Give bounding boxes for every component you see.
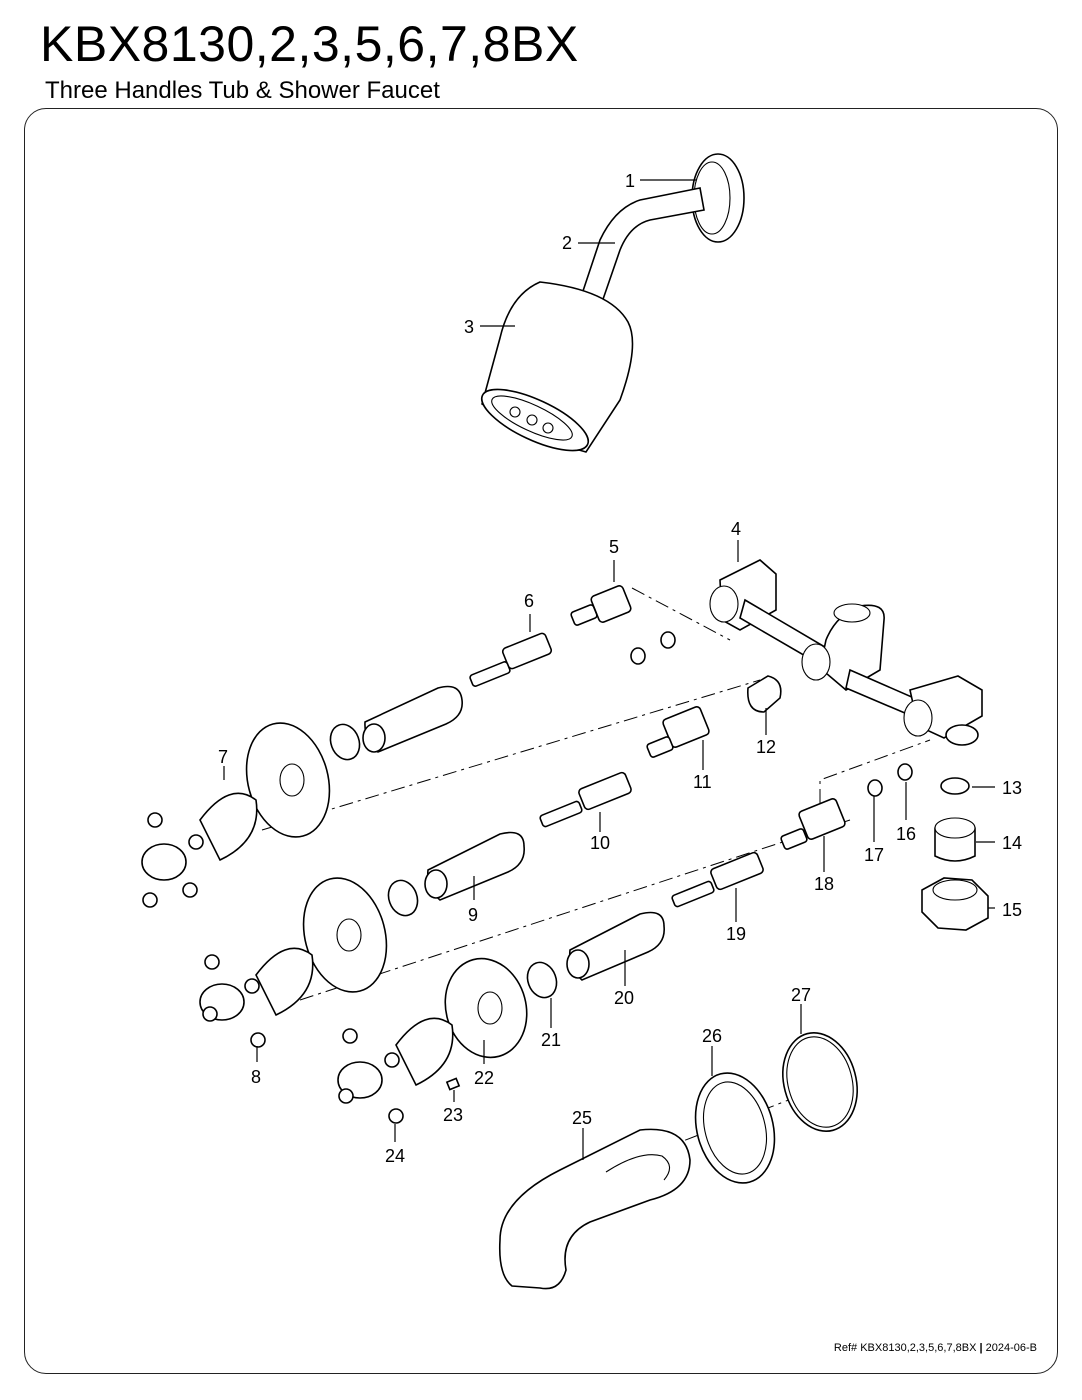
callout-2: 2 [562, 233, 572, 253]
valve-body [709, 559, 983, 746]
seat-washers-upper [630, 631, 676, 665]
stem-extension-upper [469, 632, 553, 687]
cross-handle-middle [199, 947, 314, 1048]
callout-8: 8 [251, 1067, 261, 1087]
compression-nut [921, 877, 989, 931]
callout-15: 15 [1002, 900, 1022, 920]
handle-set-screw [445, 1077, 461, 1091]
callout-5: 5 [609, 537, 619, 557]
o-ring-lower [526, 961, 558, 999]
callout-1: 1 [625, 171, 635, 191]
callout-21: 21 [541, 1030, 561, 1050]
spout-o-ring [782, 1032, 858, 1132]
callout-7: 7 [218, 747, 228, 767]
callout-19: 19 [726, 924, 746, 944]
model-title: KBX8130,2,3,5,6,7,8BX [40, 16, 579, 72]
callout-13: 13 [1002, 778, 1022, 798]
valve-cartridge-middle [646, 706, 710, 758]
callout-20: 20 [614, 988, 634, 1008]
callout-24: 24 [385, 1146, 405, 1166]
callout-17: 17 [864, 845, 884, 865]
callout-22: 22 [474, 1068, 494, 1088]
callout-3: 3 [464, 317, 474, 337]
callout-10: 10 [590, 833, 610, 853]
cross-handle-upper [141, 792, 258, 908]
diagram-frame [24, 108, 1058, 1374]
callout-18: 18 [814, 874, 834, 894]
valve-cartridge-upper [570, 585, 632, 626]
shower-arm [579, 187, 705, 310]
callout-11: 11 [693, 772, 712, 792]
seat-washers-lower [867, 763, 913, 797]
spout-gasket [694, 1072, 776, 1184]
stem-extension-lower [671, 851, 764, 908]
callout-25: 25 [572, 1108, 592, 1128]
o-ring-upper [329, 723, 361, 761]
fitting-washer [940, 777, 970, 795]
callout-16: 16 [896, 824, 916, 844]
callout-14: 14 [1002, 833, 1022, 853]
footer-separator: | [979, 1342, 983, 1354]
shower-flange [691, 153, 745, 243]
stem-extension-middle [539, 771, 632, 828]
shower-head [480, 281, 634, 453]
cross-handle-lower [337, 1017, 454, 1124]
callout-27: 27 [791, 985, 811, 1005]
reference-footer: Ref# KBX8130,2,3,5,6,7,8BX | 2024-06-B [834, 1342, 1037, 1354]
compression-sleeve [934, 817, 976, 862]
sleeve-lower [566, 911, 665, 981]
callout-9: 9 [468, 905, 478, 925]
callout-26: 26 [702, 1026, 722, 1046]
callout-4: 4 [731, 519, 741, 539]
revision-code: 2024-06-B [985, 1342, 1037, 1354]
sleeve-middle [424, 831, 525, 901]
tub-spout [498, 1128, 691, 1290]
reference-number: Ref# KBX8130,2,3,5,6,7,8BX [833, 1342, 977, 1354]
escutcheon-middle [302, 877, 388, 993]
o-ring-middle [387, 879, 419, 917]
product-description: Three Handles Tub & Shower Faucet [45, 77, 440, 104]
callout-12: 12 [756, 737, 776, 757]
escutcheon-upper [245, 722, 331, 838]
sleeve-upper [362, 685, 463, 753]
callout-6: 6 [524, 591, 534, 611]
escutcheon-lower [444, 957, 528, 1059]
callout-23: 23 [443, 1105, 463, 1125]
diverter-cap [747, 675, 782, 713]
valve-cartridge-lower [780, 798, 846, 850]
